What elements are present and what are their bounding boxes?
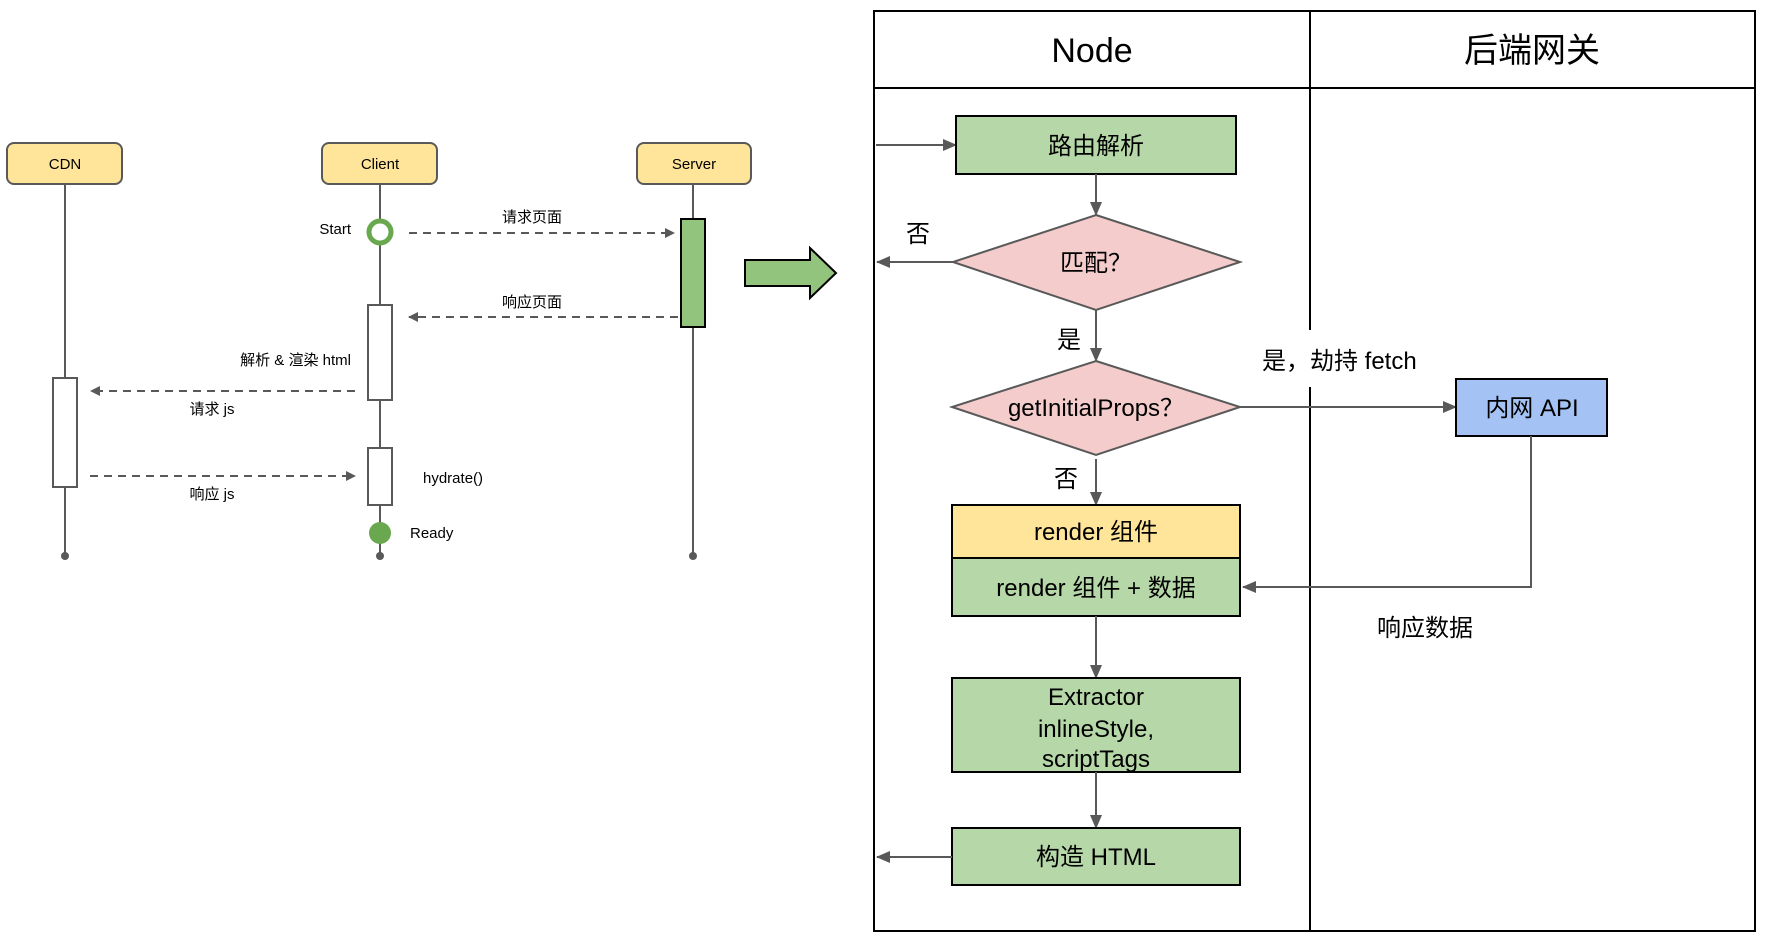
edge-gip-no-label: 否 [1054, 466, 1078, 493]
decision-match[interactable]: 匹配？ [949, 213, 1244, 312]
node-build-html-label: 构造 HTML [1036, 844, 1156, 871]
edge-match-yes-label: 是 [1057, 327, 1081, 354]
edge-match-no-label: 否 [906, 221, 930, 248]
node-route-label: 路由解析 [1048, 133, 1144, 160]
right-arrow-icon [744, 245, 838, 301]
cdn-lifeline-end [61, 552, 69, 560]
ready-label: Ready [410, 525, 454, 542]
participant-client[interactable]: Client [321, 142, 438, 185]
message-request-page: 请求页面 [409, 209, 675, 238]
start-marker-icon [366, 218, 394, 246]
node-intranet-api[interactable]: 内网 API [1455, 378, 1608, 437]
participant-cdn-label: CDN [49, 156, 82, 173]
node-render-data[interactable]: render 组件 + 数据 [951, 557, 1241, 617]
message-response-page-label: 响应页面 [502, 293, 562, 311]
client-lifeline-end [376, 552, 384, 560]
decision-get-initial-props-label: getInitialProps？ [1008, 395, 1184, 422]
message-response-js: 响应 js [90, 471, 356, 503]
start-label: Start [319, 221, 352, 238]
node-build-html[interactable]: 构造 HTML [951, 827, 1241, 886]
edge-response-data-label: 响应数据 [1377, 615, 1473, 642]
flowchart: Node 后端网关 路由解析 匹配？ 否 是 getInitialProps？ … [873, 10, 1756, 932]
ready-marker-icon [369, 522, 391, 544]
message-request-js-label: 请求 js [189, 401, 234, 418]
participant-server-label: Server [672, 156, 716, 173]
lane-title-node: Node [1051, 32, 1132, 70]
message-response-js-label: 响应 js [189, 485, 234, 503]
client-activation-hydrate [367, 447, 393, 506]
node-intranet-api-label: 内网 API [1485, 395, 1578, 422]
client-activation-parse [367, 304, 393, 401]
sequence-diagram: CDN Client Server Start Ready 请求页面 响应页面 [6, 142, 752, 560]
lane-title-gateway: 后端网关 [1464, 32, 1600, 70]
node-route[interactable]: 路由解析 [955, 115, 1237, 175]
note-hydrate: hydrate() [423, 470, 483, 487]
note-parse-render: 解析 & 渲染 html [240, 352, 351, 369]
edge-response-data [1242, 436, 1532, 593]
message-request-page-label: 请求页面 [502, 209, 562, 226]
decision-match-label: 匹配？ [1060, 250, 1132, 277]
decision-get-initial-props[interactable]: getInitialProps？ [948, 359, 1244, 457]
node-extractor[interactable]: Extractor inlineStyle, scriptTags [951, 677, 1241, 773]
node-render-data-label: render 组件 + 数据 [996, 575, 1195, 602]
participant-cdn[interactable]: CDN [6, 142, 123, 185]
message-response-page: 响应页面 [408, 293, 678, 322]
participant-client-label: Client [361, 156, 400, 173]
swimlane-frame [873, 10, 1756, 932]
node-render[interactable]: render 组件 [951, 504, 1241, 559]
edge-gip-yes-label: 是，劫持 fetch [1262, 348, 1417, 375]
server-lifeline-end [689, 552, 697, 560]
message-request-js: 请求 js [90, 386, 355, 418]
participant-server[interactable]: Server [636, 142, 752, 185]
node-render-label: render 组件 [1034, 519, 1158, 546]
cdn-activation [52, 377, 78, 488]
node-extractor-line-3: scriptTags [1042, 746, 1150, 773]
node-extractor-line-1: Extractor [1048, 684, 1144, 711]
server-activation [680, 218, 706, 328]
node-extractor-line-2: inlineStyle, [1038, 716, 1154, 743]
